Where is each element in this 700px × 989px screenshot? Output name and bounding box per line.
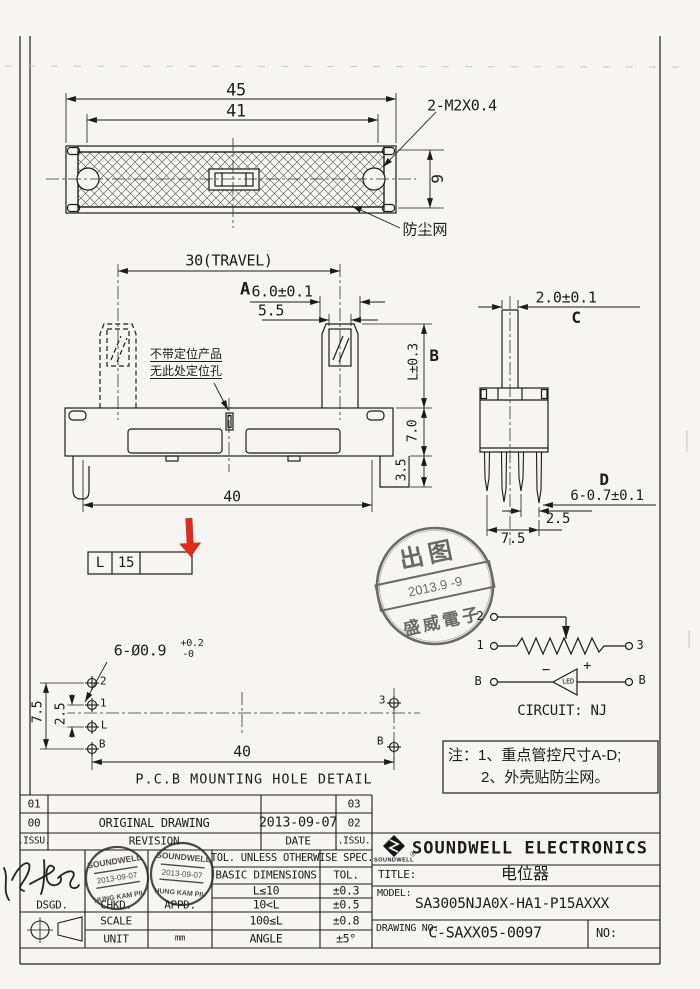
dim-2-5-side: 2.5 — [545, 511, 571, 527]
dim-pin-value: 6-0.7±0.1 — [570, 488, 644, 504]
drawing-no-label: DRAWING NO: — [376, 923, 439, 934]
svg-text:HUNG KAM PIU: HUNG KAM PIU — [154, 888, 207, 900]
dim-41: 41 — [226, 101, 246, 122]
company-name: SOUNDWELL ELECTRONICS — [412, 838, 648, 859]
tol-row2-val: ±0.5 — [332, 897, 360, 912]
unit-value: mm — [174, 933, 186, 944]
note-line-2: 2、外壳贴防尘网。 — [481, 769, 610, 786]
dim-5-5: 5.5 — [257, 301, 285, 320]
tol-row3-dim: 100≤L — [249, 913, 283, 928]
pcb-pin-b-right: B — [376, 734, 384, 748]
model-label: MODEL: — [377, 888, 412, 899]
dsgd-label: DSGD. — [36, 898, 68, 912]
dim-b-value: L±0.3 — [406, 341, 422, 383]
rev-r1-issu-left: 01 — [27, 797, 41, 811]
pcb-tol-dn: -0 — [182, 649, 194, 660]
tol-header: TOL. UNLESS OTHERWISE SPEC. — [210, 851, 374, 864]
chkd-label: CHKD. — [100, 898, 132, 912]
rev-r2-issu-left: 00 — [27, 816, 41, 830]
circuit-caption: CIRCUIT: NJ — [517, 703, 607, 719]
release-stamp: 出图 2013.9 -9 盛威電子 — [374, 526, 496, 646]
dim-9: 9 — [428, 174, 447, 184]
dim-a-value: 6.0±0.1 — [251, 282, 313, 301]
projection-symbol-icon — [27, 916, 83, 943]
scale-label: SCALE — [100, 914, 132, 928]
dim-a-letter: A — [240, 279, 250, 300]
tol-row4-dim: ANGLE — [249, 931, 283, 946]
soundwell-logo-icon — [383, 835, 405, 857]
circuit-terminal-b-left: B — [474, 674, 482, 688]
tol-row1-val: ±0.3 — [332, 883, 360, 898]
scan-artifacts — [4, 65, 696, 648]
pcb-dim-40: 40 — [233, 742, 251, 761]
svg-text:SOUNDWELL: SOUNDWELL — [156, 850, 211, 865]
circuit-plus-sign: + — [583, 658, 591, 674]
positioning-note-line2: 无此处定位孔 — [150, 364, 223, 379]
travel-dim-label: 30(TRAVEL) — [185, 251, 273, 270]
length-table-key: L — [95, 555, 105, 571]
pcb-dim-2-5: 2.5 — [53, 700, 69, 728]
pcb-pin-3: 3 — [378, 693, 386, 707]
rev-header-date: DATE — [285, 834, 311, 848]
title-value: 电位器 — [500, 866, 550, 883]
dim-3-5: 3.5 — [394, 456, 410, 484]
dim-2-0: 2.0±0.1 — [535, 288, 597, 307]
model-value: SA3005NJA0X-HA1-P15AXXX — [415, 895, 609, 912]
circuit-terminal-b-right: B — [638, 673, 646, 687]
pcb-dim-7-5: 7.5 — [30, 698, 46, 726]
drawing-no-value: C-SAXX05-0097 — [428, 923, 542, 942]
appd-label: APPD. — [164, 898, 196, 912]
pcb-caption: P.C.B MOUNTING HOLE DETAIL — [135, 771, 373, 788]
tol-row2-dim: 10<L — [252, 897, 280, 912]
rev-r2-issu-right: 02 — [347, 816, 361, 830]
positioning-note-line1: 不带定位产品 — [150, 347, 223, 362]
screw-spec-label: 2-M2X0.4 — [427, 96, 497, 115]
dim-d-letter: D — [599, 470, 609, 489]
rev-r1-issu-right: 03 — [347, 797, 361, 811]
registered-mark: ® — [410, 851, 416, 859]
dim-7-5-side: 7.5 — [500, 531, 526, 547]
tol-row3-val: ±0.8 — [332, 913, 360, 928]
unit-label: UNIT — [103, 932, 129, 946]
designer-signature — [3, 859, 80, 901]
pcb-tol-up: +0.2 — [180, 638, 204, 649]
pcb-pin-l: L — [100, 718, 108, 732]
pcb-pin-b-left: B — [98, 737, 106, 751]
svg-text:2013-09-07: 2013-09-07 — [161, 868, 203, 881]
pcb-pin-1: 1 — [99, 696, 107, 710]
red-pointer-arrow — [179, 517, 202, 557]
dim-45: 45 — [226, 80, 246, 101]
tol-col-tol: TOL. — [333, 868, 359, 882]
length-table-value: 15 — [117, 555, 135, 571]
dim-c-letter: C — [571, 308, 581, 327]
rev-header-issu-left: .ISSU. — [17, 835, 51, 847]
tol-row4-val: ±5° — [336, 931, 356, 946]
circuit-terminal-1: 1 — [476, 638, 484, 652]
circuit-minus-sign: − — [541, 662, 551, 678]
circuit-terminal-3: 3 — [636, 638, 644, 652]
rev-r2-description: ORIGINAL DRAWING — [98, 816, 210, 830]
rev-r2-date: 2013-09-07 — [258, 814, 338, 831]
rev-header-issu-right: .ISSU. — [337, 835, 371, 847]
tol-col-dim: BASIC DIMENSIONS — [215, 868, 317, 882]
dust-net-label: 防尘网 — [402, 221, 448, 239]
led-label: LED — [562, 677, 574, 686]
dim-b-letter: B — [429, 346, 439, 365]
note-line-1: 注：1、重点管控尺寸A-D; — [448, 747, 622, 764]
tol-row1-dim: L≤10 — [252, 883, 280, 898]
dim-40-front: 40 — [223, 487, 241, 506]
title-label: TITLE: — [378, 868, 416, 881]
no-label: NO: — [596, 926, 617, 940]
approval-stamp-appd: SOUNDWELL 2013-09-07 HUNG KAM PIU — [149, 841, 215, 907]
dim-7-0: 7.0 — [405, 417, 421, 445]
svg-text:盛威電子: 盛威電子 — [401, 603, 483, 639]
rev-header-revision: REVISION — [128, 834, 180, 848]
pcb-hole-callout: 6-Ø0.9 — [113, 641, 167, 660]
logo-wordmark: SOUNDWELL — [374, 857, 414, 864]
circuit-terminal-2: 2 — [476, 609, 484, 623]
pcb-pin-2: 2 — [99, 674, 107, 688]
